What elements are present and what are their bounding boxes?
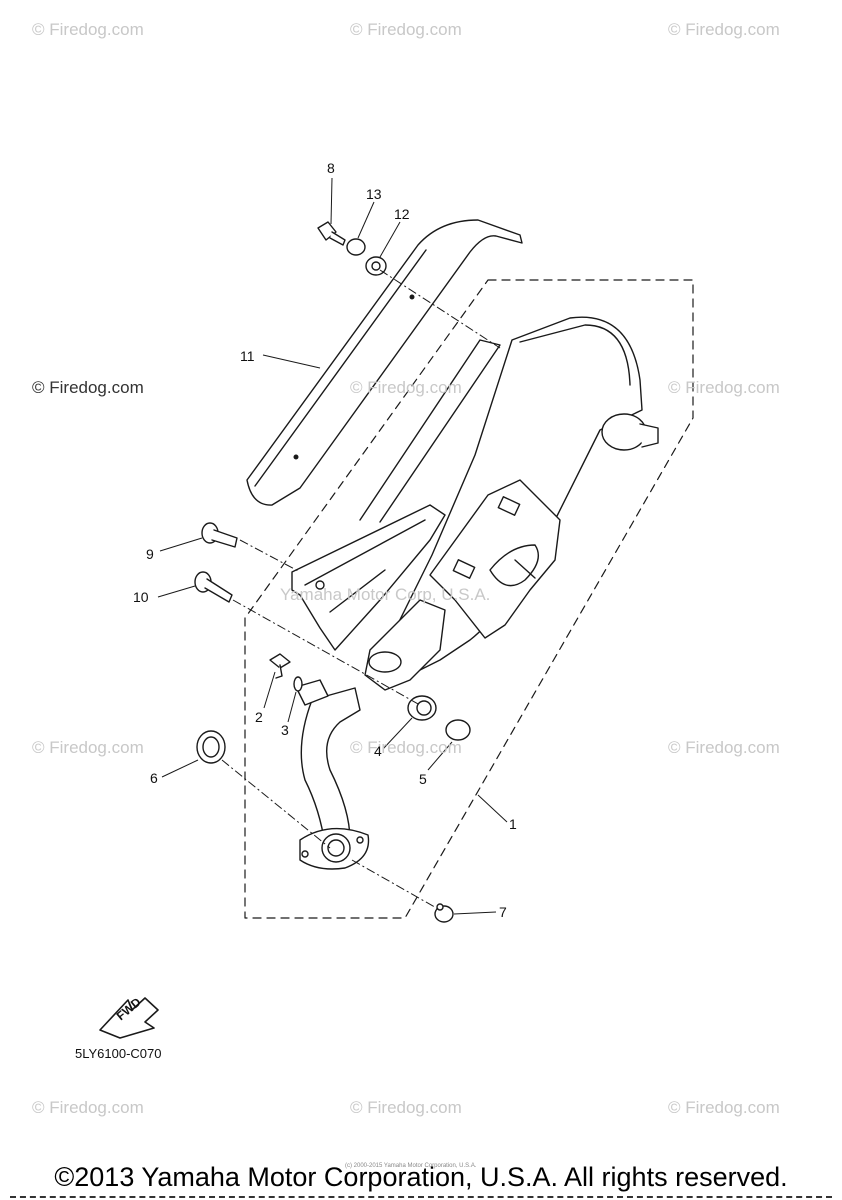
watermark: © Firedog.com	[350, 738, 462, 757]
bolt-part-9	[201, 522, 238, 548]
callout-13: 13	[366, 186, 382, 202]
callout-7: 7	[499, 904, 507, 920]
callout-2: 2	[255, 709, 263, 725]
callout-6: 6	[150, 770, 158, 786]
watermark: © Firedog.com	[350, 378, 462, 397]
watermark: © Firedog.com	[350, 1098, 462, 1117]
watermark: © Firedog.com	[668, 20, 780, 39]
bolt-part-8	[317, 221, 346, 246]
watermark: © Firedog.com	[32, 378, 144, 397]
center-watermark: Yamaha Motor Corp, U.S.A.	[280, 585, 491, 604]
catalyst-section	[364, 599, 446, 691]
bolt-part-2	[269, 653, 291, 679]
assembly-outline	[244, 279, 694, 919]
bottom-divider	[10, 1196, 832, 1198]
watermark: © Firedog.com	[32, 1098, 144, 1117]
callout-1: 1	[509, 816, 517, 832]
callout-8: 8	[327, 160, 335, 176]
nut-part-7	[434, 903, 454, 923]
callout-9: 9	[146, 546, 154, 562]
callout-4: 4	[374, 743, 382, 759]
watermark: © Firedog.com	[668, 1098, 780, 1117]
bolt-part-10	[194, 571, 233, 603]
watermark: © Firedog.com	[668, 738, 780, 757]
watermark: © Firedog.com	[350, 20, 462, 39]
watermark: © Firedog.com	[32, 738, 144, 757]
callout-11: 11	[240, 348, 255, 364]
collar-part-13	[346, 238, 366, 256]
tiny-copyright: (c) 2000-2015 Yamaha Motor Corporation, …	[345, 1163, 477, 1169]
callout-10: 10	[133, 589, 149, 605]
washer-part-3	[293, 676, 303, 692]
exhaust-pipe	[295, 679, 370, 870]
copyright-footer: ©2013 Yamaha Motor Corporation, U.S.A. A…	[54, 1162, 788, 1192]
callout-5: 5	[419, 771, 427, 787]
callout-12: 12	[394, 206, 410, 222]
diagram-code: 5LY6100-C070	[75, 1046, 162, 1061]
watermark: © Firedog.com	[668, 378, 780, 397]
heat-protector-part-11	[246, 219, 523, 506]
watermark: © Firedog.com	[32, 20, 144, 39]
callout-3: 3	[281, 722, 289, 738]
collar-part-5	[445, 719, 471, 741]
grommet-part-4	[407, 695, 437, 721]
mounting-bracket	[291, 339, 501, 651]
muffler-side-plate	[429, 479, 561, 639]
gasket-part-6	[196, 730, 226, 764]
fwd-arrow	[99, 997, 159, 1039]
